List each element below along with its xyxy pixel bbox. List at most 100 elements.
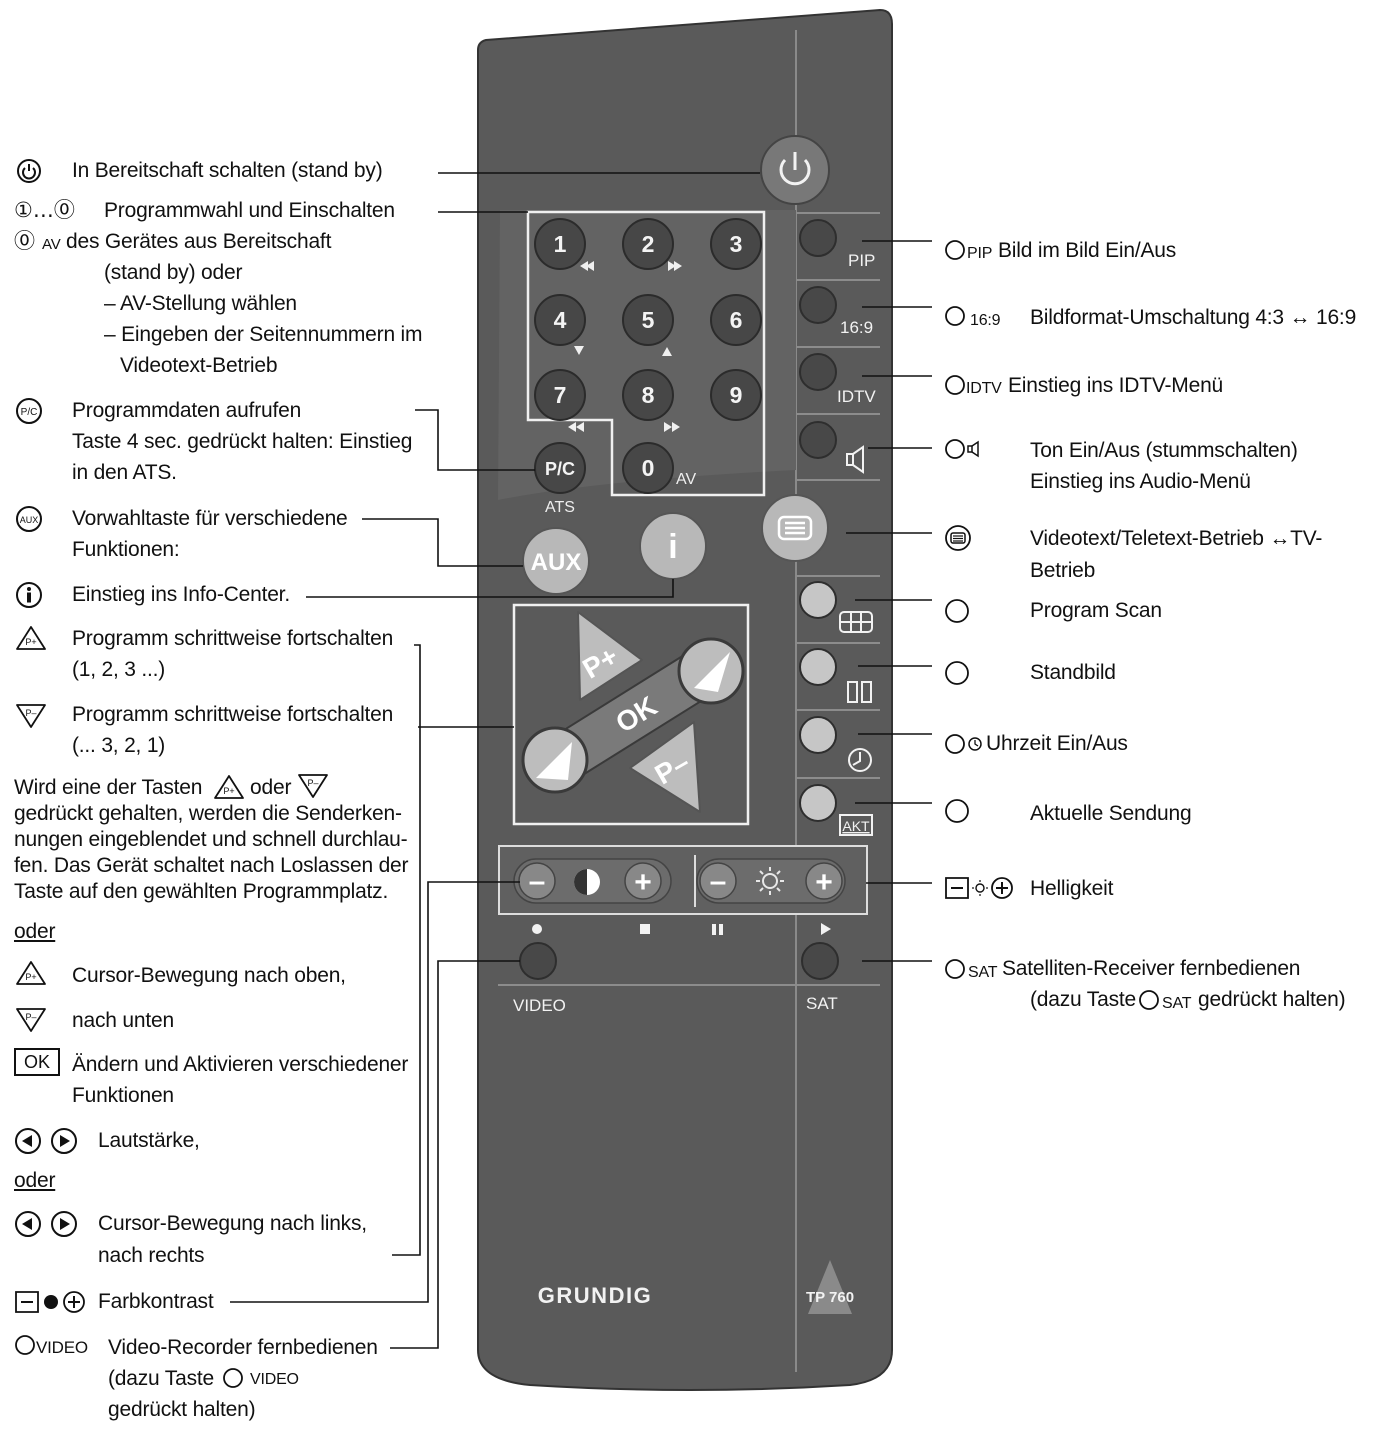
akt-button[interactable] (799, 784, 837, 822)
pc-key-icon: P/C (16, 398, 42, 424)
info-key-icon (16, 582, 42, 608)
key-3[interactable] (710, 218, 762, 270)
mute-text: Ton Ein/Aus (stummschalten) (1030, 439, 1298, 462)
ats-label: ATS (545, 499, 575, 516)
video-text-2a: (dazu Taste (108, 1367, 214, 1390)
cursor-down-text: nach unten (72, 1009, 174, 1032)
pip-label: PIP (848, 251, 875, 270)
pip-text: Bild im Bild Ein/Aus (998, 239, 1177, 262)
navigation-frame (512, 603, 750, 826)
key-0-label: 0 (642, 455, 655, 481)
ratio-button[interactable] (799, 286, 837, 324)
aux-text-2: Funktionen: (72, 538, 180, 561)
key-2[interactable] (622, 218, 674, 270)
program-down-text: Programm schrittweise fortschalten (72, 703, 394, 726)
ratio-key-icon (945, 306, 965, 326)
program-up-icon-inline: P+ (214, 775, 244, 799)
key-0[interactable] (622, 442, 674, 494)
contrast-icon (574, 869, 600, 895)
video-text-2b: VIDEO (250, 1371, 299, 1388)
model-triangle (808, 1260, 852, 1314)
clock-button[interactable] (799, 716, 837, 754)
akt-icon (839, 814, 873, 836)
speaker-icon (846, 445, 864, 474)
program-up-text: Programm schrittweise fortschalten (72, 627, 394, 650)
cursor-up-text: Cursor-Bewegung nach oben, (72, 964, 346, 987)
scan-text: Program Scan (1030, 599, 1162, 622)
cursor-up-icon: P+ (16, 961, 46, 985)
program-up-text-2: (1, 2, 3 ...) (72, 658, 166, 681)
left-right-keys-icon (15, 1128, 77, 1154)
sat-key-icon (945, 959, 965, 979)
aux-text: Vorwahltaste für verschiedene (72, 507, 348, 530)
aux-label: AUX (531, 549, 582, 576)
key-6-label: 6 (730, 307, 743, 333)
key-pc[interactable] (534, 442, 586, 494)
video-text: Video-Recorder fernbedienen (108, 1336, 378, 1359)
brightness-keys-icon (945, 877, 1013, 899)
program-up-button[interactable] (577, 611, 643, 701)
key-1-label: 1 (554, 231, 567, 257)
svg-text:P/C: P/C (21, 407, 38, 418)
program-data-text-2: Taste 4 sec. gedrückt halten: Einstieg (72, 430, 413, 453)
cursor-lr-text: Cursor-Bewegung nach links, (98, 1212, 367, 1235)
idtv-key-icon (945, 375, 965, 395)
teletext-key-icon (945, 525, 971, 551)
video-label: VIDEO (513, 996, 566, 1015)
ratio-text: Bildformat-Umschaltung 4:3 ↔ 16:9 (1030, 306, 1357, 329)
aux-button[interactable] (522, 527, 590, 595)
svg-text:P+: P+ (25, 972, 36, 982)
key-8[interactable] (622, 369, 674, 421)
brightness-plus-button[interactable] (805, 862, 843, 900)
brand-logo: GRUNDIG (538, 1283, 652, 1308)
svg-text:P–: P– (25, 708, 36, 718)
contrast-plus-button[interactable] (624, 862, 662, 900)
brightness-plus-label: + (815, 866, 833, 899)
clock-icon (848, 748, 872, 772)
program-up-icon: P+ (16, 626, 46, 650)
program-down-icon: P– (16, 704, 46, 728)
key-6[interactable] (710, 294, 762, 346)
still-button[interactable] (799, 648, 837, 686)
idtv-symbol: IDTV (966, 380, 1002, 397)
model-label: TP 760 (806, 1289, 854, 1306)
contrast-minus-label: – (529, 865, 546, 898)
aux-key-icon: AUX (16, 506, 42, 532)
akt-label: AKT (842, 818, 870, 834)
contrast-plus-label: + (634, 866, 652, 899)
brightness-minus-button[interactable] (699, 862, 737, 900)
brightness-minus-label: – (710, 865, 727, 898)
teletext-text-2: Betrieb (1030, 559, 1096, 582)
key-9[interactable] (710, 369, 762, 421)
key-1[interactable] (534, 218, 586, 270)
key-5-label: 5 (642, 307, 655, 333)
standby-icon (17, 159, 41, 183)
key-7-label: 7 (554, 382, 567, 408)
program-select-text-2: des Gerätes aus Bereitschaft (66, 230, 332, 253)
ratio-label: 16:9 (840, 318, 873, 337)
contrast-minus-button[interactable] (518, 862, 556, 900)
key-pc-label: P/C (545, 459, 575, 479)
sat-text: Satelliten-Receiver fernbedienen (1002, 957, 1301, 980)
video-text-3: gedrückt halten) (108, 1398, 256, 1421)
program-select-text-6: Videotext-Betrieb (120, 354, 278, 377)
sat-label: SAT (806, 994, 838, 1013)
program-down-button[interactable] (629, 721, 701, 813)
oder-text-1: oder (14, 920, 56, 943)
pip-button[interactable] (799, 219, 837, 257)
pip-key-icon (945, 240, 965, 260)
sat-button[interactable] (801, 942, 839, 980)
key-4[interactable] (534, 294, 586, 346)
video-button[interactable] (519, 942, 557, 980)
contrast-keys-icon (15, 1291, 85, 1313)
key-5[interactable] (622, 294, 674, 346)
hold-text-1a: Wird eine der Tasten (14, 776, 203, 799)
video-key-icon (15, 1335, 35, 1355)
scan-button[interactable] (799, 581, 837, 619)
video-symbol: VIDEO (36, 1338, 88, 1357)
idtv-button[interactable] (799, 353, 837, 391)
mute-button[interactable] (799, 421, 837, 459)
key-7[interactable] (534, 369, 586, 421)
zero-key-icon: ⓪ (14, 229, 35, 253)
program-select-text-3: (stand by) oder (104, 261, 243, 284)
